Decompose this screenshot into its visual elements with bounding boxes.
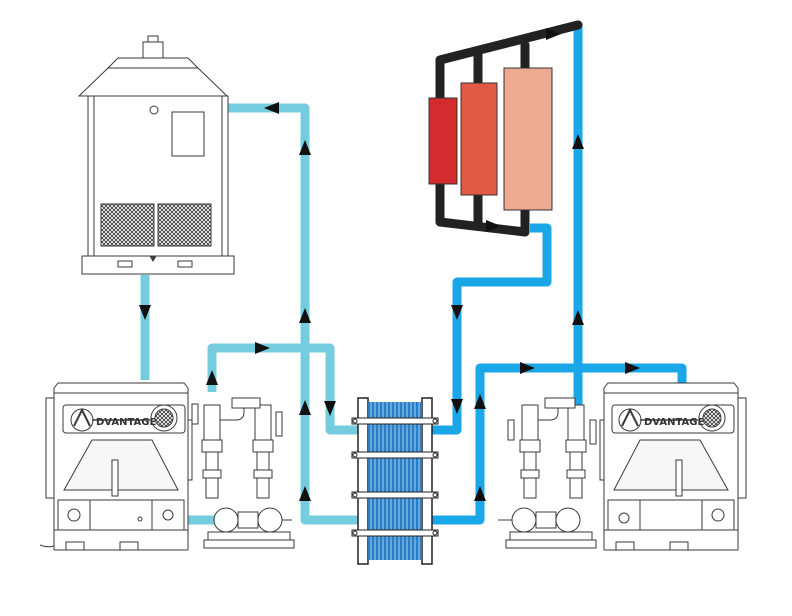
arrow-icon [299, 486, 311, 501]
arrow-icon [474, 486, 486, 501]
arrow-icon [451, 399, 463, 414]
arrow-icon [520, 362, 535, 374]
plate-heat-exchanger-icon [351, 397, 439, 565]
right-pump-skid-icon [498, 397, 597, 549]
arrow-icon [451, 305, 463, 320]
flow-arrows [139, 28, 640, 501]
left-pump-skid-icon [191, 397, 295, 549]
process-coil-medium [460, 82, 498, 196]
arrow-icon [486, 220, 501, 232]
right-reservoir-brand-label: DVANTAGE [644, 417, 704, 428]
arrow-icon [572, 134, 584, 149]
left-reservoir-tank: DVANTAGE [39, 382, 193, 551]
arrow-icon [255, 342, 270, 354]
pump-discharge-pipe [207, 343, 370, 435]
arrow-icon [139, 305, 151, 320]
right-reservoir-brand-badge: DVANTAGE [611, 404, 735, 434]
arrow-icon [299, 308, 311, 323]
arrow-icon [625, 362, 640, 374]
arrow-icon [572, 310, 584, 325]
process-coil-large [503, 67, 553, 211]
arrow-icon [299, 140, 311, 155]
arrow-icon [546, 28, 561, 40]
cooling-tower-icon [77, 35, 235, 275]
left-reservoir-brand-label: DVANTAGE [96, 417, 156, 428]
right-reservoir-tank: DVANTAGE [599, 382, 747, 551]
arrow-icon [324, 401, 336, 416]
hx-to-coil-pipe [430, 223, 552, 435]
process-coil-small [428, 97, 458, 185]
arrow-icon [474, 394, 486, 409]
arrow-icon [299, 400, 311, 415]
process-coils [428, 20, 583, 237]
arrow-icon [206, 370, 218, 385]
pump-to-hx-pipe [430, 363, 687, 525]
left-reservoir-brand-badge: DVANTAGE [62, 404, 186, 434]
arrow-icon [264, 102, 279, 114]
